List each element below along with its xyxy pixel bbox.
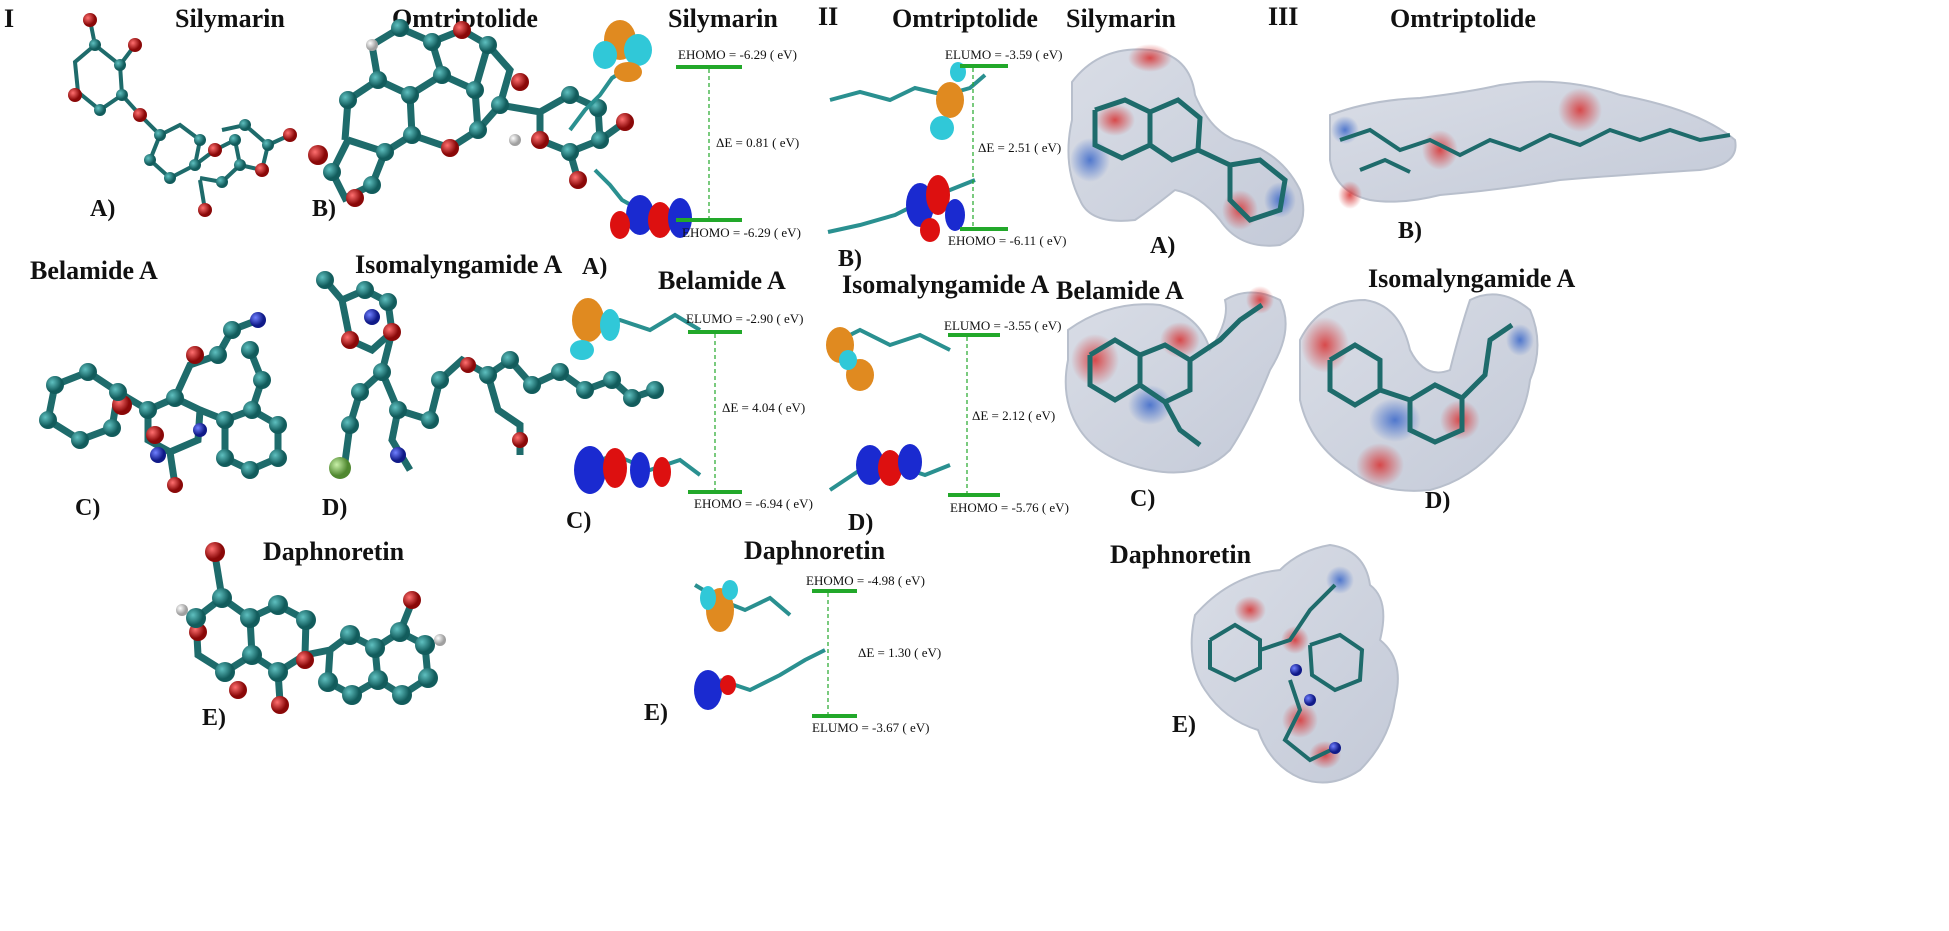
structure-i-a-atoms — [68, 13, 297, 217]
panel-i-letter-c: C) — [75, 495, 101, 521]
panel-iii-title-silymarin: Silymarin — [1066, 4, 1176, 33]
panel-ii-letter-d: D) — [848, 510, 874, 536]
structure-i-d-atoms — [316, 271, 664, 479]
energy-ii-c-gap: ΔE = 4.04 ( eV) — [722, 400, 806, 415]
esp-surface-iii-c — [1064, 286, 1287, 474]
panel-iii-letter-a: A) — [1150, 233, 1176, 259]
energy-ii-b-bottom: EHOMO = -6.11 ( eV) — [948, 233, 1067, 248]
panel-ii-title-isomalyngamide: Isomalyngamide A — [842, 270, 1050, 299]
panel-i-letter-e: E) — [202, 705, 226, 731]
panel-i-title-belamide: Belamide A — [30, 256, 158, 285]
section-label-i: I — [4, 4, 15, 33]
structure-i-a — [72, 19, 291, 211]
energy-ii-e-gap: ΔE = 1.30 ( eV) — [858, 645, 942, 660]
esp-surface-iii-d — [1299, 293, 1539, 492]
panel-iii-letter-b: B) — [1398, 218, 1422, 244]
section-label-iii: III — [1268, 2, 1299, 31]
panel-iii-title-isomalyngamide: Isomalyngamide A — [1368, 264, 1576, 293]
panel-i-title-daphnoretin: Daphnoretin — [263, 537, 405, 566]
energy-ii-b-top: ELUMO = -3.59 ( eV) — [945, 47, 1063, 62]
energy-ii-c-top: ELUMO = -2.90 ( eV) — [686, 311, 804, 326]
panel-iii-letter-c: C) — [1130, 486, 1156, 512]
panel-ii-title-omtriptolide: Omtriptolide — [892, 4, 1038, 33]
energy-ii-a-bottom: EHOMO = -6.29 ( eV) — [682, 225, 801, 240]
panel-ii-title-silymarin: Silymarin — [668, 4, 778, 33]
energy-ii-d-gap: ΔE = 2.12 ( eV) — [972, 408, 1056, 423]
panel-iii-letter-d: D) — [1425, 488, 1451, 514]
esp-surface-iii-a — [1067, 44, 1305, 247]
panel-ii-title-daphnoretin: Daphnoretin — [744, 536, 886, 565]
panel-ii-letter-e: E) — [644, 700, 668, 726]
structure-i-b-atoms — [308, 19, 634, 207]
energy-ii-a-gap: ΔE = 0.81 ( eV) — [716, 135, 800, 150]
panel-i-letter-a: A) — [90, 196, 116, 222]
panel-iii-title-belamide: Belamide A — [1056, 276, 1184, 305]
panel-ii-letter-b: B) — [838, 246, 862, 272]
orbital-ii-c — [570, 298, 702, 494]
esp-surface-iii-e — [1190, 543, 1399, 784]
energy-ii-c-bottom: EHOMO = -6.94 ( eV) — [694, 496, 813, 511]
energy-ii-b-gap: ΔE = 2.51 ( eV) — [978, 140, 1062, 155]
panel-ii-letter-a: A) — [582, 254, 608, 280]
structure-i-e-atoms — [176, 542, 446, 714]
energy-ii-d-top: ELUMO = -3.55 ( eV) — [944, 318, 1062, 333]
panel-iii-title-daphnoretin: Daphnoretin — [1110, 540, 1252, 569]
panel-iii-letter-e: E) — [1172, 712, 1196, 738]
energy-ii-e-bottom: ELUMO = -3.67 ( eV) — [812, 720, 930, 735]
panel-i-title-silymarin: Silymarin — [175, 4, 285, 33]
section-label-ii: II — [818, 2, 839, 31]
panel-ii-title-belamide: Belamide A — [658, 266, 786, 295]
orbital-ii-b — [827, 62, 987, 242]
orbital-ii-d — [826, 327, 951, 492]
panel-i-letter-b: B) — [312, 196, 336, 222]
orbital-ii-e — [693, 580, 826, 710]
energy-ii-e-top: EHOMO = -4.98 ( eV) — [806, 573, 925, 588]
panel-i-letter-d: D) — [322, 495, 348, 521]
energy-ii-d-bottom: EHOMO = -5.76 ( eV) — [950, 500, 1069, 515]
panel-iii-title-omtriptolide: Omtriptolide — [1390, 4, 1536, 33]
energy-ii-a-top: EHOMO = -6.29 ( eV) — [678, 47, 797, 62]
structure-i-c-atoms — [39, 312, 287, 493]
esp-surface-iii-b — [1329, 80, 1737, 209]
orbital-ii-a — [568, 20, 692, 239]
panel-i-title-isomalyngamide: Isomalyngamide A — [355, 250, 563, 279]
panel-ii-letter-c: C) — [566, 508, 592, 534]
